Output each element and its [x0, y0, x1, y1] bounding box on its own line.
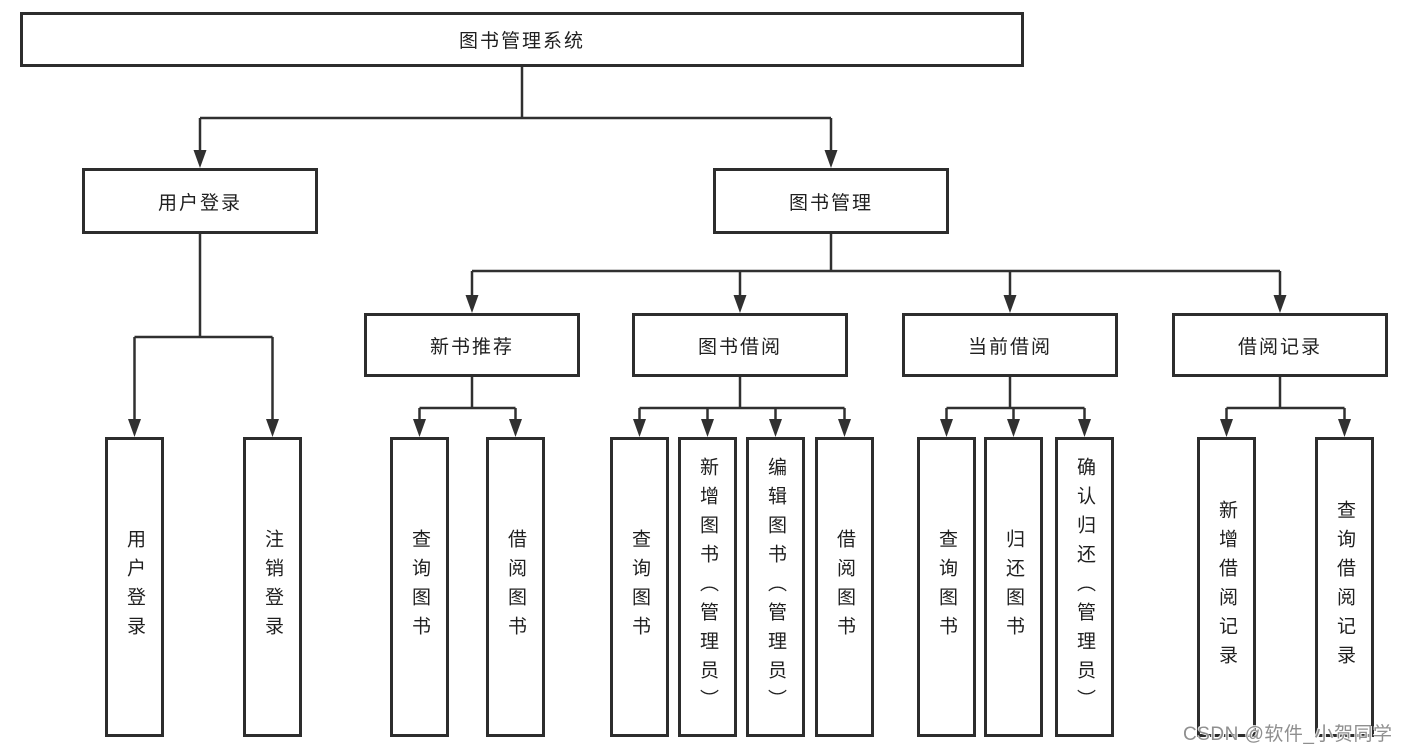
leaf-query-books-borrow: 查询图书	[610, 437, 669, 737]
leaf-label: 注销登录	[262, 529, 283, 645]
leaf-label: 用户登录	[124, 529, 145, 645]
node-new-book-recommend: 新书推荐	[364, 313, 580, 377]
arrowhead-icon	[266, 419, 279, 437]
node-book-management: 图书管理	[713, 168, 949, 234]
arrowhead-icon	[128, 419, 141, 437]
leaf-label: 借阅图书	[834, 529, 855, 645]
leaf-label: 查询图书	[409, 529, 430, 645]
arrowhead-icon	[1338, 419, 1351, 437]
arrowheads	[128, 150, 1351, 437]
node-user-login: 用户登录	[82, 168, 318, 234]
leaf-return-book: 归还图书	[984, 437, 1043, 737]
node-current-borrow: 当前借阅	[902, 313, 1118, 377]
leaf-confirm-return-admin: 确认归还（管理员）	[1055, 437, 1114, 737]
leaf-query-books-recommend: 查询图书	[390, 437, 449, 737]
leaf-borrow-books-recommend: 借阅图书	[486, 437, 545, 737]
leaf-label: 编辑图书（管理员）	[765, 456, 786, 718]
leaf-edit-book-admin: 编辑图书（管理员）	[746, 437, 805, 737]
leaf-label: 确认归还（管理员）	[1074, 456, 1095, 718]
leaf-query-borrow-record: 查询借阅记录	[1315, 437, 1374, 737]
leaf-user-login: 用户登录	[105, 437, 164, 737]
arrowhead-icon	[1220, 419, 1233, 437]
leaf-add-book-admin: 新增图书（管理员）	[678, 437, 737, 737]
connector-lines	[133, 67, 1346, 420]
arrowhead-icon	[1003, 295, 1017, 313]
leaf-logout: 注销登录	[243, 437, 302, 737]
leaf-label: 查询图书	[936, 529, 957, 645]
leaf-label: 新增图书（管理员）	[697, 456, 718, 718]
arrowhead-icon	[733, 295, 747, 313]
arrowhead-icon	[1007, 419, 1020, 437]
arrowhead-icon	[824, 150, 838, 168]
arrowhead-icon	[1078, 419, 1091, 437]
leaf-label: 新增借阅记录	[1216, 500, 1237, 674]
arrowhead-icon	[413, 419, 426, 437]
leaf-label: 借阅图书	[505, 529, 526, 645]
watermark: CSDN @软件_小贺同学	[1183, 724, 1393, 745]
arrowhead-icon	[769, 419, 782, 437]
node-library-management-system: 图书管理系统	[20, 12, 1024, 67]
leaf-label: 查询图书	[629, 529, 650, 645]
leaf-query-books-current: 查询图书	[917, 437, 976, 737]
leaf-borrow-books: 借阅图书	[815, 437, 874, 737]
arrowhead-icon	[193, 150, 207, 168]
arrowhead-icon	[1273, 295, 1287, 313]
arrowhead-icon	[633, 419, 646, 437]
leaf-label: 查询借阅记录	[1334, 500, 1355, 674]
arrowhead-icon	[509, 419, 522, 437]
node-book-borrow: 图书借阅	[632, 313, 848, 377]
arrowhead-icon	[940, 419, 953, 437]
arrowhead-icon	[465, 295, 479, 313]
arrowhead-icon	[838, 419, 851, 437]
leaf-label: 归还图书	[1003, 529, 1024, 645]
arrowhead-icon	[701, 419, 714, 437]
leaf-add-borrow-record: 新增借阅记录	[1197, 437, 1256, 737]
node-borrow-records: 借阅记录	[1172, 313, 1388, 377]
